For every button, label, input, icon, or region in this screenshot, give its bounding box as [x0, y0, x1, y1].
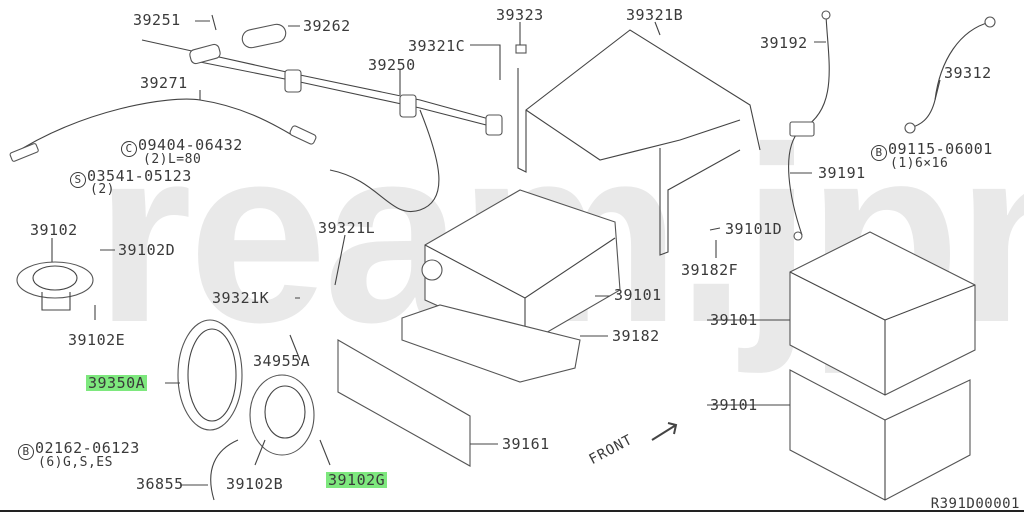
part-label-36855[interactable]: 36855: [136, 475, 184, 493]
mounting-sleeve-icon: [401, 304, 581, 383]
head-unit-single-din-icon: [421, 189, 621, 346]
part-label-39262[interactable]: 39262: [303, 17, 351, 35]
bottom-border: [0, 510, 1024, 512]
part-label-39191[interactable]: 39191: [818, 164, 866, 182]
part-label-39323[interactable]: 39323: [496, 6, 544, 24]
diagram-reference-id: R391D00001: [930, 496, 1020, 512]
part-label-34955A[interactable]: 34955A: [253, 352, 311, 370]
part-label-39250[interactable]: 39250: [368, 56, 416, 74]
fastener-c-qty: (2)L=80: [143, 152, 202, 167]
fastener-code: 03541-05123: [87, 167, 192, 185]
fastener-b-ground-qty: (1)6×16: [890, 156, 949, 171]
part-label-39251[interactable]: 39251: [133, 11, 181, 29]
trim-panel-icon: [337, 339, 471, 467]
circle-b-icon: B: [18, 444, 34, 460]
wire-harness-icon: [210, 439, 239, 501]
part-label-39321B[interactable]: 39321B: [626, 6, 684, 24]
part-label-39192[interactable]: 39192: [760, 34, 808, 52]
part-label-39182F[interactable]: 39182F: [681, 261, 739, 279]
part-label-39321L[interactable]: 39321L: [318, 219, 376, 237]
screw-icon: [211, 14, 217, 31]
bracket-icon: [515, 29, 761, 256]
part-label-39102B[interactable]: 39102B: [226, 475, 284, 493]
circle-b-icon: B: [871, 145, 887, 161]
part-label-39101-double-top[interactable]: 39101: [710, 311, 758, 329]
fastener-b-speaker-qty: (6)G,S,ES: [38, 455, 113, 470]
circle-c-icon: C: [121, 141, 137, 157]
fastener-code: 09404-06432: [138, 136, 243, 154]
fastener-s-qty: (2): [90, 182, 115, 197]
part-label-39161[interactable]: 39161: [502, 435, 550, 453]
head-unit-double-din-icon: [789, 231, 976, 501]
fastener-code: 09115-06001: [888, 140, 993, 158]
part-label-39350A-highlighted[interactable]: 39350A: [86, 374, 148, 392]
part-label-39101D[interactable]: 39101D: [725, 220, 783, 238]
part-label-39312[interactable]: 39312: [944, 64, 992, 82]
part-label-39101-single[interactable]: 39101: [614, 286, 662, 304]
part-label-39101-double-bottom[interactable]: 39101: [710, 396, 758, 414]
front-arrow-icon: [651, 422, 678, 441]
part-label-39321C[interactable]: 39321C: [408, 37, 466, 55]
speaker-small-icon: [16, 261, 94, 311]
part-label-39102G-highlighted[interactable]: 39102G: [326, 471, 388, 489]
speaker-large-icon: [249, 374, 315, 456]
antenna-cap-icon: [241, 23, 287, 49]
part-label-39321K[interactable]: 39321K: [212, 289, 270, 307]
antenna-rod-icon: [141, 39, 503, 213]
speaker-bracket-icon: [177, 319, 243, 431]
fastener-code: 02162-06123: [35, 439, 140, 457]
part-label-39102[interactable]: 39102: [30, 221, 78, 239]
part-label-39102D[interactable]: 39102D: [118, 241, 176, 259]
part-label-39182[interactable]: 39182: [612, 327, 660, 345]
circle-s-icon: S: [70, 172, 86, 188]
antenna-cable-icon: [11, 98, 293, 156]
part-label-39271[interactable]: 39271: [140, 74, 188, 92]
part-label-39102E[interactable]: 39102E: [68, 331, 126, 349]
